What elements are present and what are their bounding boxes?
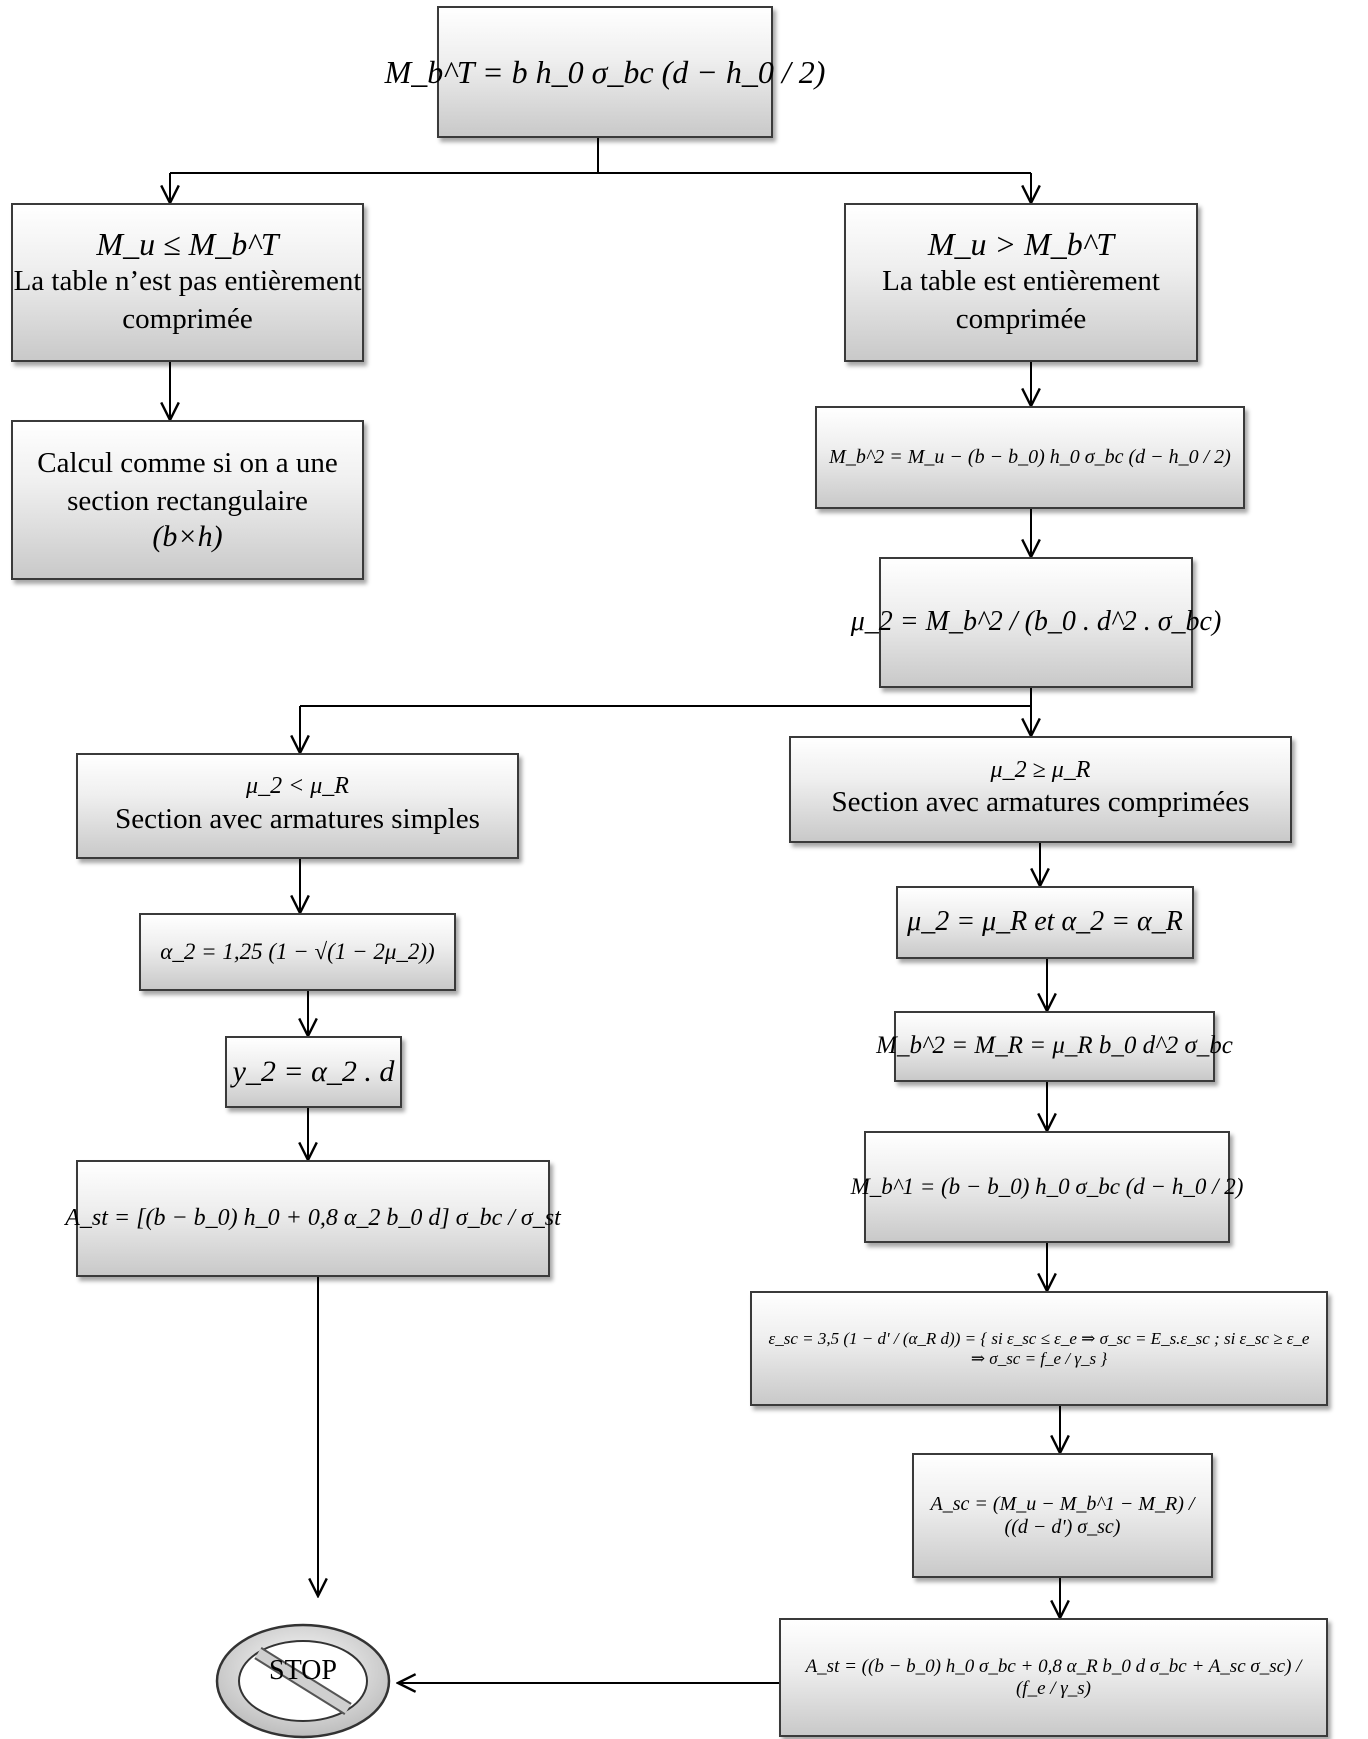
flow-box-r8: ε_sc = 3,5 (1 − d' / (α_R d)) = { si ε_s… xyxy=(750,1291,1328,1406)
formula: A_sc = (M_u − M_b^1 − M_R) / ((d − d') σ… xyxy=(930,1492,1195,1538)
flow-box-r7: M_b^1 = (b − b_0) h_0 σ_bc (d − h_0 / 2) xyxy=(851,1131,1243,1243)
formula: α_2 = 1,25 (1 − √(1 − 2μ_2)) xyxy=(160,938,435,964)
rectangular-section-text: Calcul comme si on a une section rectang… xyxy=(37,447,338,517)
flow-box-l6: y_2 = α_2 . d xyxy=(225,1036,402,1108)
flow-box-l5: α_2 = 1,25 (1 − √(1 − 2μ_2)) xyxy=(139,913,456,991)
flow-box-r3: μ_2 = M_b^2 / (b_0 . d^2 . σ_bc) xyxy=(851,557,1221,688)
condition-formula: μ_2 ≥ μ_R xyxy=(990,756,1091,783)
flow-box-r4: μ_2 ≥ μ_R Section avec armatures comprim… xyxy=(789,736,1292,843)
flow-box-r5: μ_2 = μ_R et α_2 = α_R xyxy=(896,886,1194,959)
condition-formula: μ_2 < μ_R xyxy=(246,773,349,800)
rectangular-section-formula: (b×h) xyxy=(152,520,223,554)
flow-box-left1: M_u ≤ M_b^T La table n’est pas entièreme… xyxy=(11,203,364,362)
formula: A_st = [(b − b_0) h_0 + 0,8 α_2 b_0 d] σ… xyxy=(65,1204,561,1231)
flow-box-r10: A_st = ((b − b_0) h_0 σ_bc + 0,8 α_R b_0… xyxy=(779,1618,1328,1737)
condition-formula: M_u > M_b^T xyxy=(927,226,1115,263)
formula: M_b^2 = M_u − (b − b_0) h_0 σ_bc (d − h_… xyxy=(829,446,1231,468)
condition-text: Section avec armatures comprimées xyxy=(831,786,1250,819)
formula: M_b^2 = M_R = μ_R b_0 d^2 σ_bc xyxy=(876,1032,1233,1060)
condition-text: La table est entièrement comprimée xyxy=(882,265,1160,335)
formula: ε_sc = 3,5 (1 − d' / (α_R d)) = { si ε_s… xyxy=(768,1328,1310,1368)
stop-sign-icon xyxy=(215,1623,391,1739)
flow-box-l7: A_st = [(b − b_0) h_0 + 0,8 α_2 b_0 d] σ… xyxy=(65,1160,561,1277)
condition-text: Section avec armatures simples xyxy=(115,802,480,835)
formula: y_2 = α_2 . d xyxy=(232,1054,395,1088)
flow-box-r2: M_b^2 = M_u − (b − b_0) h_0 σ_bc (d − h_… xyxy=(815,406,1245,509)
formula: μ_2 = μ_R et α_2 = α_R xyxy=(907,906,1183,938)
flow-box-right1: M_u > M_b^T La table est entièrement com… xyxy=(844,203,1198,362)
formula: A_st = ((b − b_0) h_0 σ_bc + 0,8 α_R b_0… xyxy=(805,1655,1302,1699)
flow-box-r9: A_sc = (M_u − M_b^1 − M_R) / ((d − d') σ… xyxy=(912,1453,1213,1578)
formula: μ_2 = M_b^2 / (b_0 . d^2 . σ_bc) xyxy=(850,606,1222,638)
formula: M_b^T = b h_0 σ_bc (d − h_0 / 2) xyxy=(384,53,826,90)
flow-box-r6: M_b^2 = M_R = μ_R b_0 d^2 σ_bc xyxy=(876,1011,1233,1082)
formula: M_b^1 = (b − b_0) h_0 σ_bc (d − h_0 / 2) xyxy=(850,1173,1244,1199)
condition-text: La table n’est pas entièrement comprimée xyxy=(13,265,362,335)
condition-formula: M_u ≤ M_b^T xyxy=(96,226,279,263)
stop-label: STOP xyxy=(269,1655,337,1686)
flow-box-top: M_b^T = b h_0 σ_bc (d − h_0 / 2) xyxy=(385,6,825,138)
flow-box-left2: Calcul comme si on a une section rectang… xyxy=(11,420,364,580)
flow-box-l4: μ_2 < μ_R Section avec armatures simples xyxy=(76,753,519,859)
